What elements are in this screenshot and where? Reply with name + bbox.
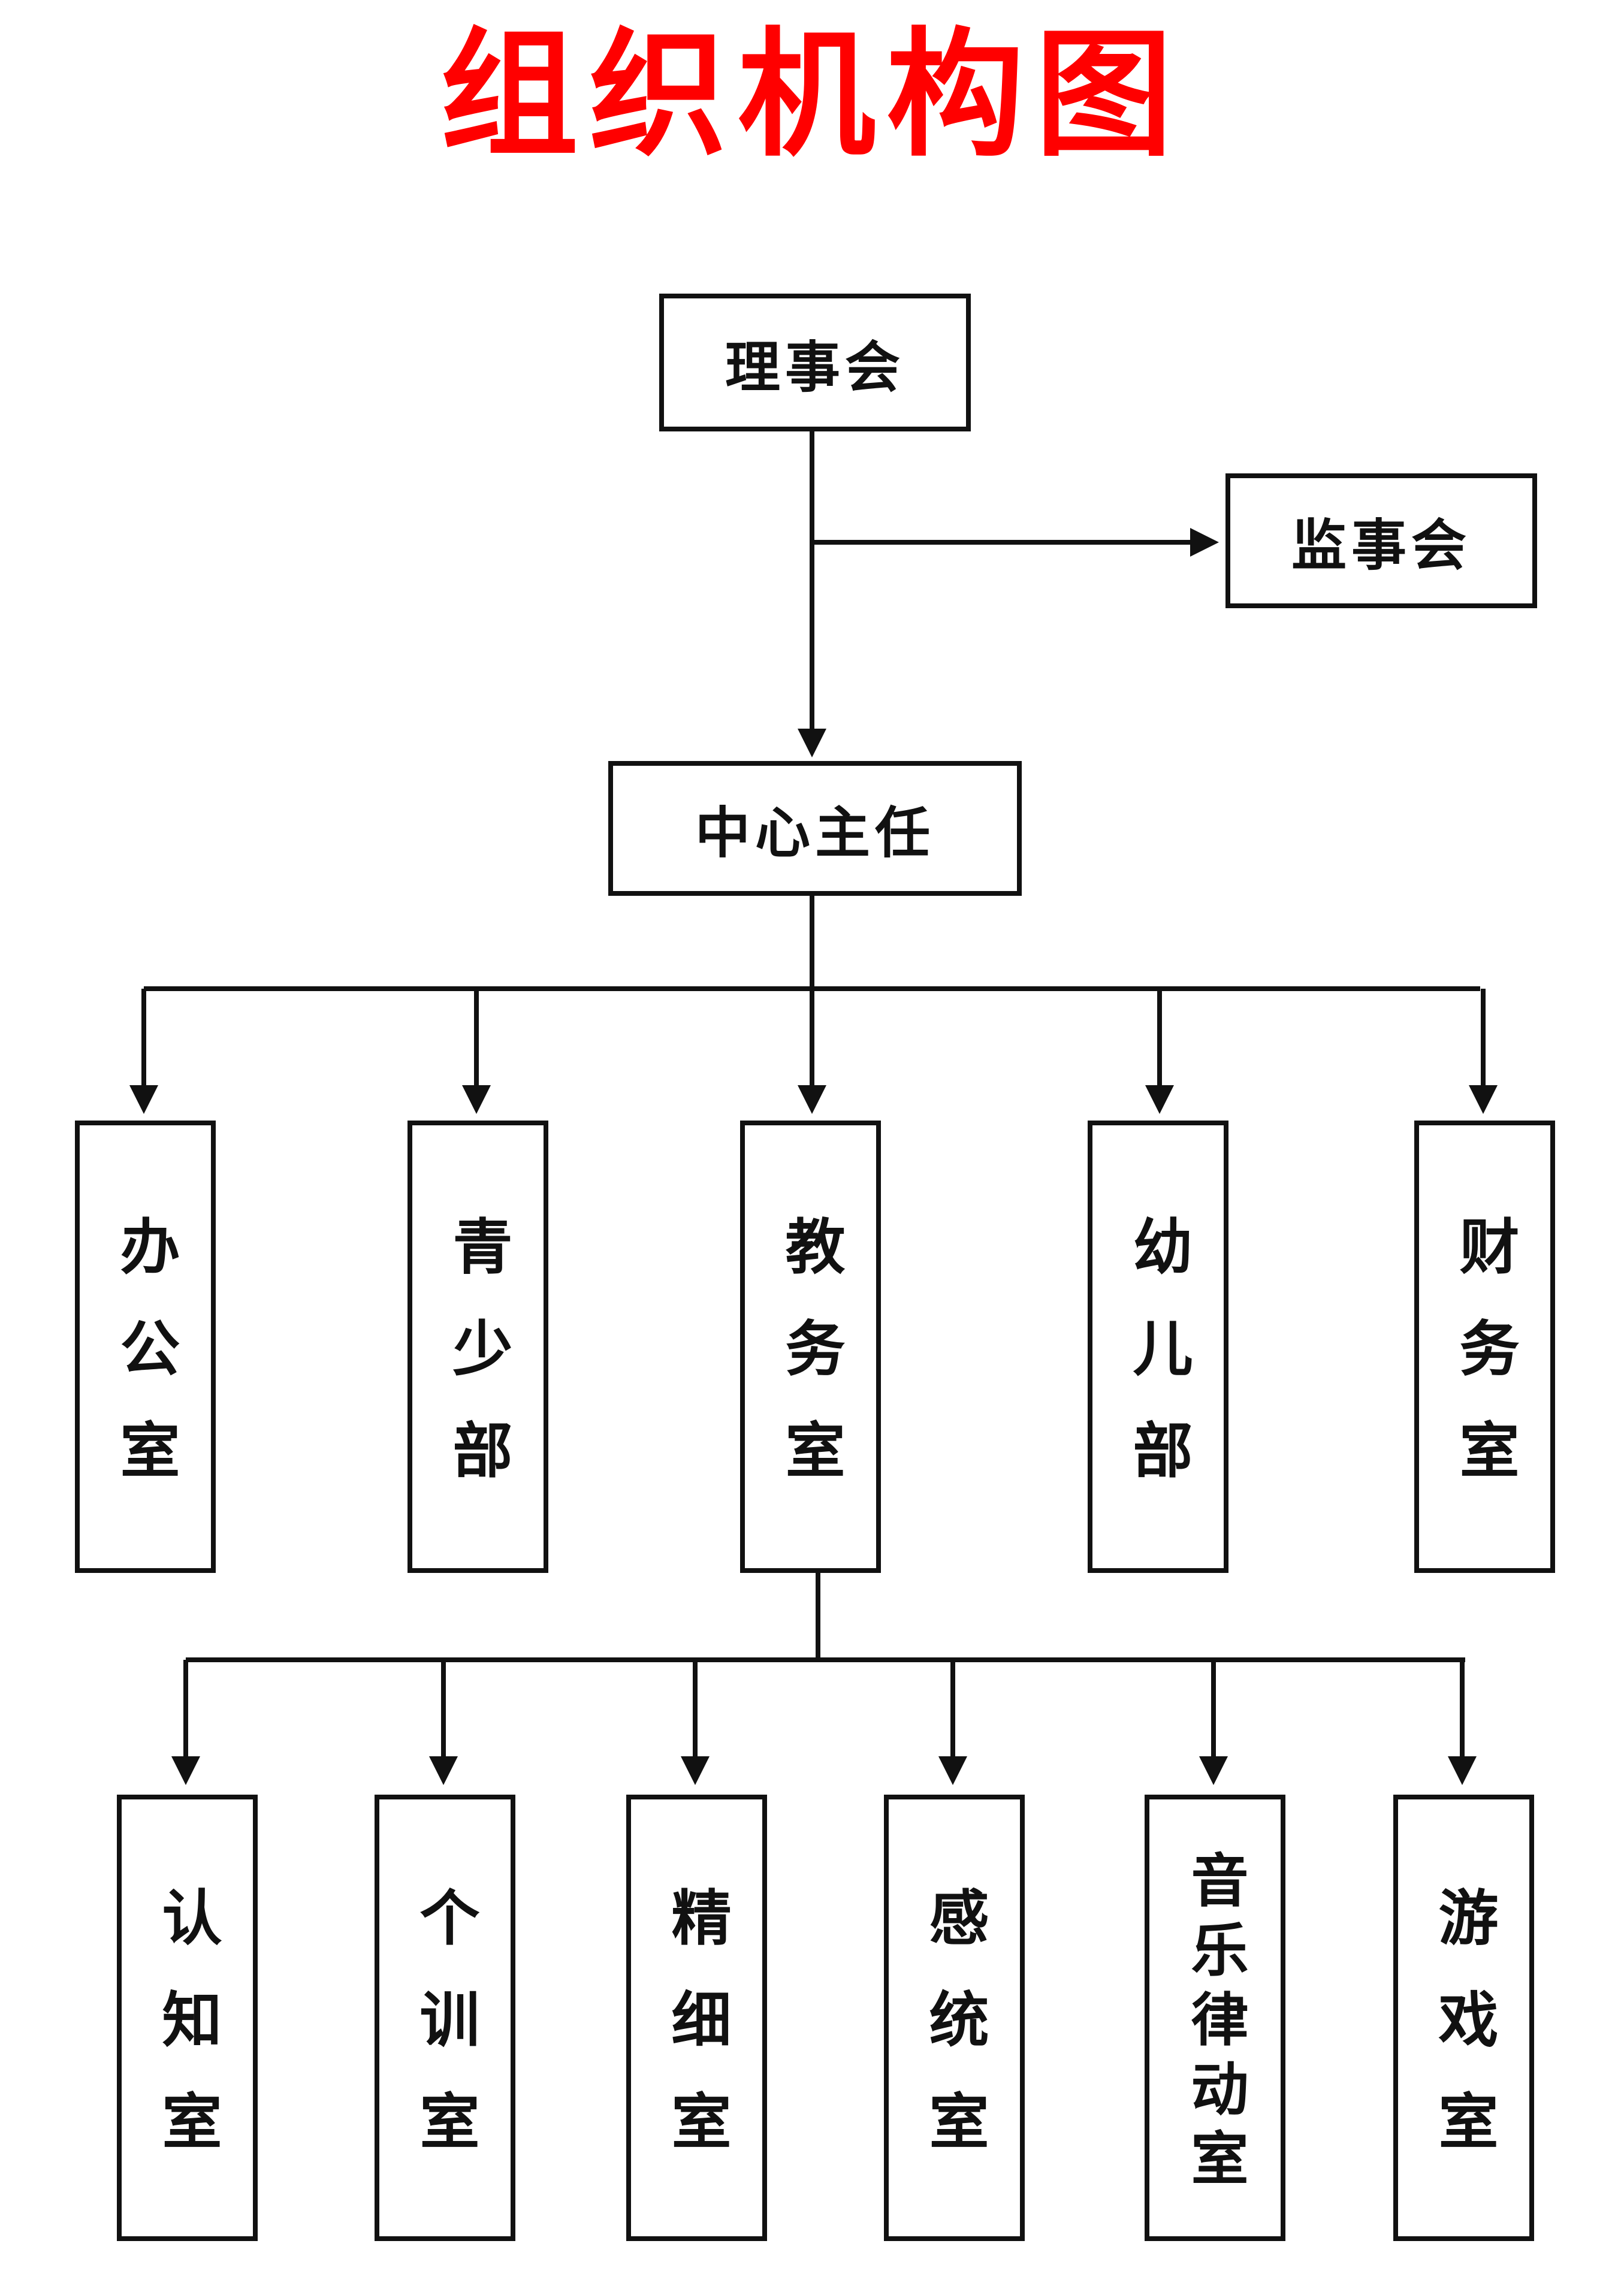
department-box-teaching: 教务室: [740, 1121, 881, 1573]
chart-title: 组织机构图: [440, 16, 1184, 176]
director-label: 中心主任: [695, 801, 935, 865]
room-label: 精细室: [661, 1886, 732, 2192]
department-label: 教务室: [775, 1215, 846, 1521]
room-label: 感统室: [919, 1886, 989, 2192]
room-box-fine-motor: 精细室: [626, 1795, 767, 2241]
board-label: 理事会: [725, 334, 905, 400]
room-box-game: 游戏室: [1393, 1795, 1534, 2241]
room-box-music: 音乐律动室: [1145, 1795, 1285, 2241]
room-label: 游戏室: [1428, 1886, 1499, 2192]
room-label: 认知室: [152, 1886, 222, 2192]
room-box-cognition: 认知室: [117, 1795, 258, 2241]
department-label: 青少部: [442, 1215, 513, 1521]
board-box: 理事会: [659, 294, 971, 431]
supervisors-box: 监事会: [1225, 473, 1537, 608]
room-box-individual: 个训室: [375, 1795, 515, 2241]
department-box-children: 幼儿部: [1088, 1121, 1228, 1573]
room-label: 音乐律动室: [1181, 1850, 1249, 2198]
department-label: 幼儿部: [1122, 1215, 1193, 1521]
department-box-youth: 青少部: [407, 1121, 548, 1573]
room-box-sensory: 感统室: [884, 1795, 1025, 2241]
department-box-finance: 财务室: [1414, 1121, 1555, 1573]
room-label: 个训室: [409, 1886, 480, 2192]
supervisors-label: 监事会: [1291, 513, 1471, 578]
director-box: 中心主任: [608, 761, 1022, 896]
department-box-office: 办公室: [75, 1121, 216, 1573]
department-label: 办公室: [110, 1215, 180, 1521]
department-label: 财务室: [1449, 1215, 1520, 1521]
